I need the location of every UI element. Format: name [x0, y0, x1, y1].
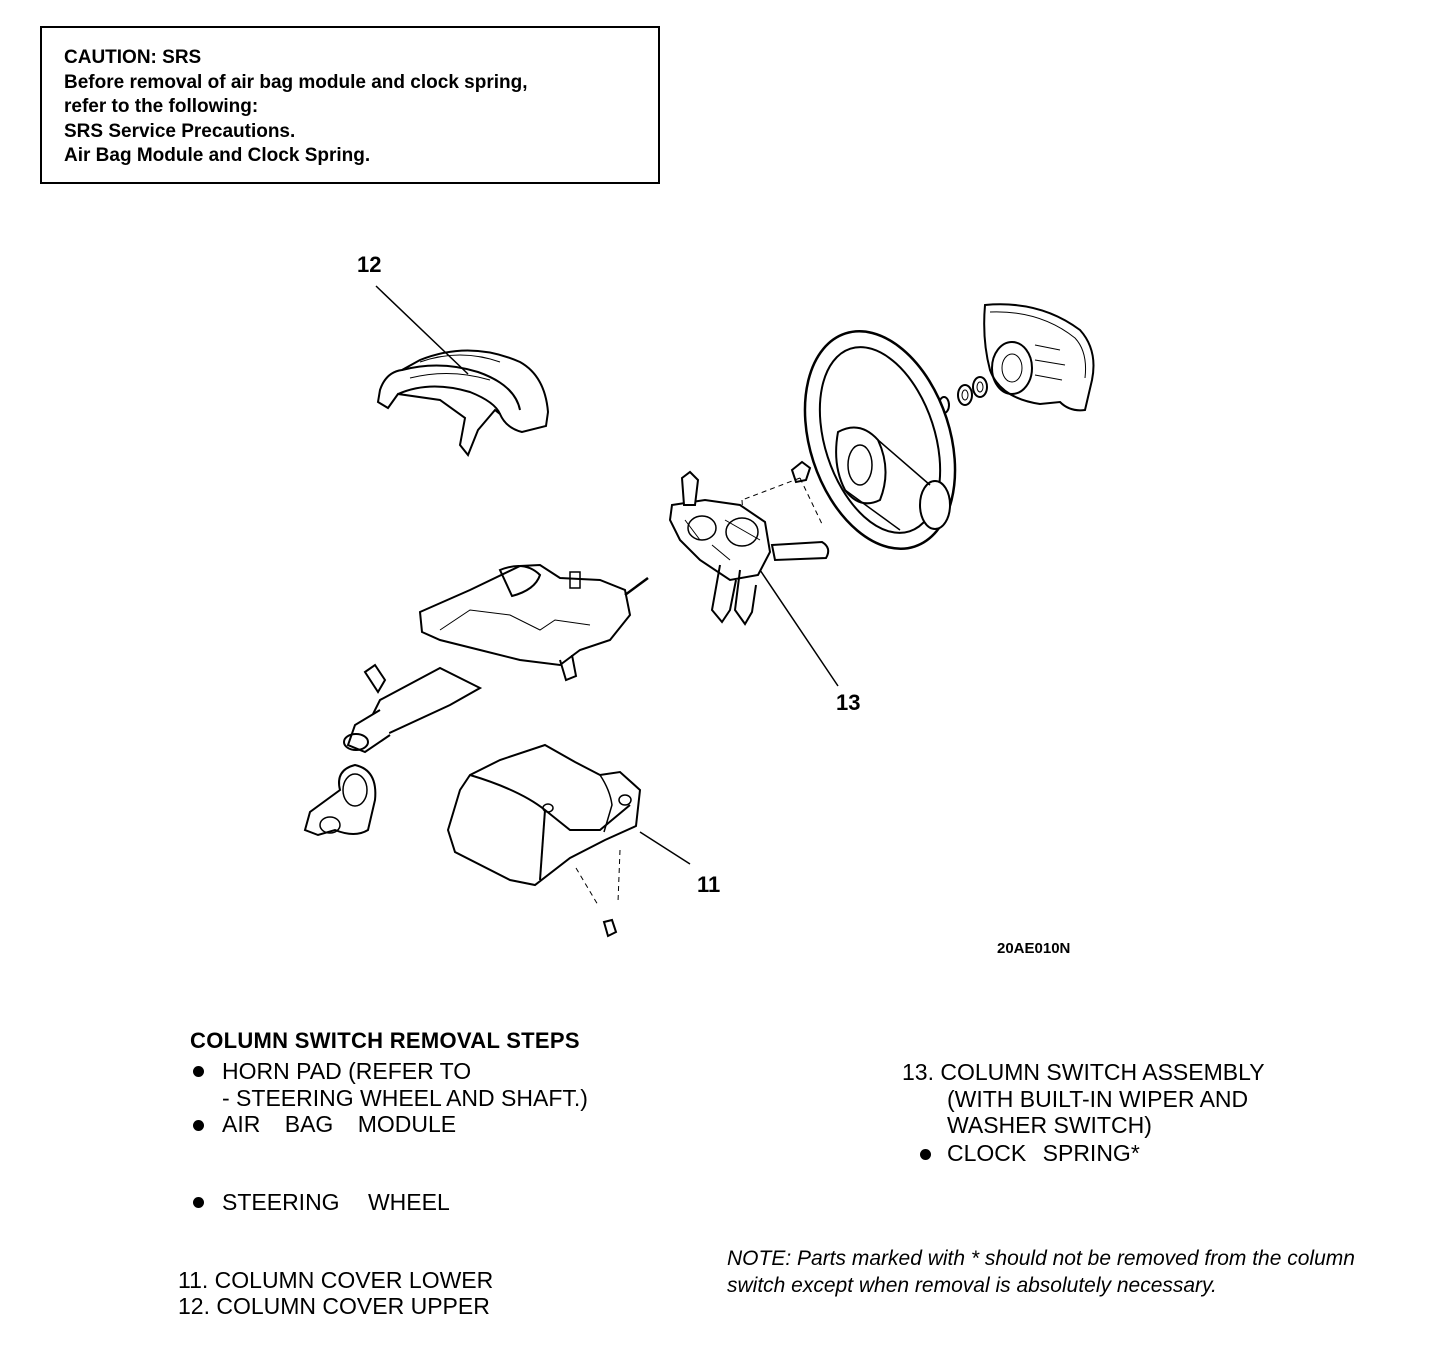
step-item-13-line-3: WASHER SWITCH): [947, 1112, 1152, 1138]
callout-11: 11: [697, 872, 721, 897]
steering-wheel-nut: [790, 460, 812, 484]
step-item-13-line-1: 13. COLUMN SWITCH ASSEMBLY: [902, 1059, 1265, 1085]
bullet-icon: [193, 1066, 204, 1077]
callout-12: 12: [357, 252, 382, 277]
air-bag-module: [983, 303, 1095, 412]
steering-wheel: [803, 330, 957, 550]
callout-13: 13: [836, 690, 861, 715]
step-air-bag-module: AIR BAG MODULE: [222, 1111, 457, 1137]
step-horn-pad-line-1: HORN PAD (REFER TO: [222, 1058, 472, 1084]
caution-line-4: Air Bag Module and Clock Spring.: [64, 145, 371, 166]
steering-column-shaft: [303, 563, 649, 837]
column-cover-upper: [376, 349, 550, 457]
note-text: NOTE: Parts marked with * should not be …: [727, 1247, 1355, 1297]
steering-column-exploded-diagram: [303, 285, 1095, 938]
nut-washer-set: [938, 376, 988, 414]
cover-screw: [602, 918, 618, 938]
caution-box: CAUTION: SRS Before removal of air bag m…: [40, 26, 660, 184]
step-horn-pad-line-2: - STEERING WHEEL AND SHAFT.): [222, 1085, 588, 1111]
caution-title: CAUTION: SRS: [64, 47, 202, 68]
figure-id: 20AE010N: [997, 940, 1071, 957]
step-item-12: 12. COLUMN COVER UPPER: [178, 1293, 490, 1319]
caution-line-3: SRS Service Precautions.: [64, 120, 296, 142]
step-item-11: 11. COLUMN COVER LOWER: [178, 1267, 494, 1293]
screw-dashes: [575, 849, 621, 906]
bullet-icon: [920, 1149, 931, 1160]
bullet-icon: [193, 1120, 204, 1131]
step-steering-wheel: STEERING WHEEL: [222, 1189, 450, 1215]
caution-line-2: refer to the following:: [64, 96, 259, 117]
column-switch-assembly: [668, 470, 830, 626]
removal-steps-title: COLUMN SWITCH REMOVAL STEPS: [190, 1028, 580, 1053]
leader-line-11: [639, 831, 691, 865]
bullet-icon: [193, 1197, 204, 1208]
caution-line-1: Before removal of air bag module and clo…: [64, 71, 528, 93]
leader-line-12: [375, 285, 469, 375]
step-item-13-line-2: (WITH BUILT-IN WIPER AND: [947, 1086, 1249, 1112]
step-clock-spring: CLOCK SPRING*: [947, 1140, 1140, 1166]
column-cover-lower: [446, 743, 642, 887]
leader-line-13: [759, 569, 839, 687]
